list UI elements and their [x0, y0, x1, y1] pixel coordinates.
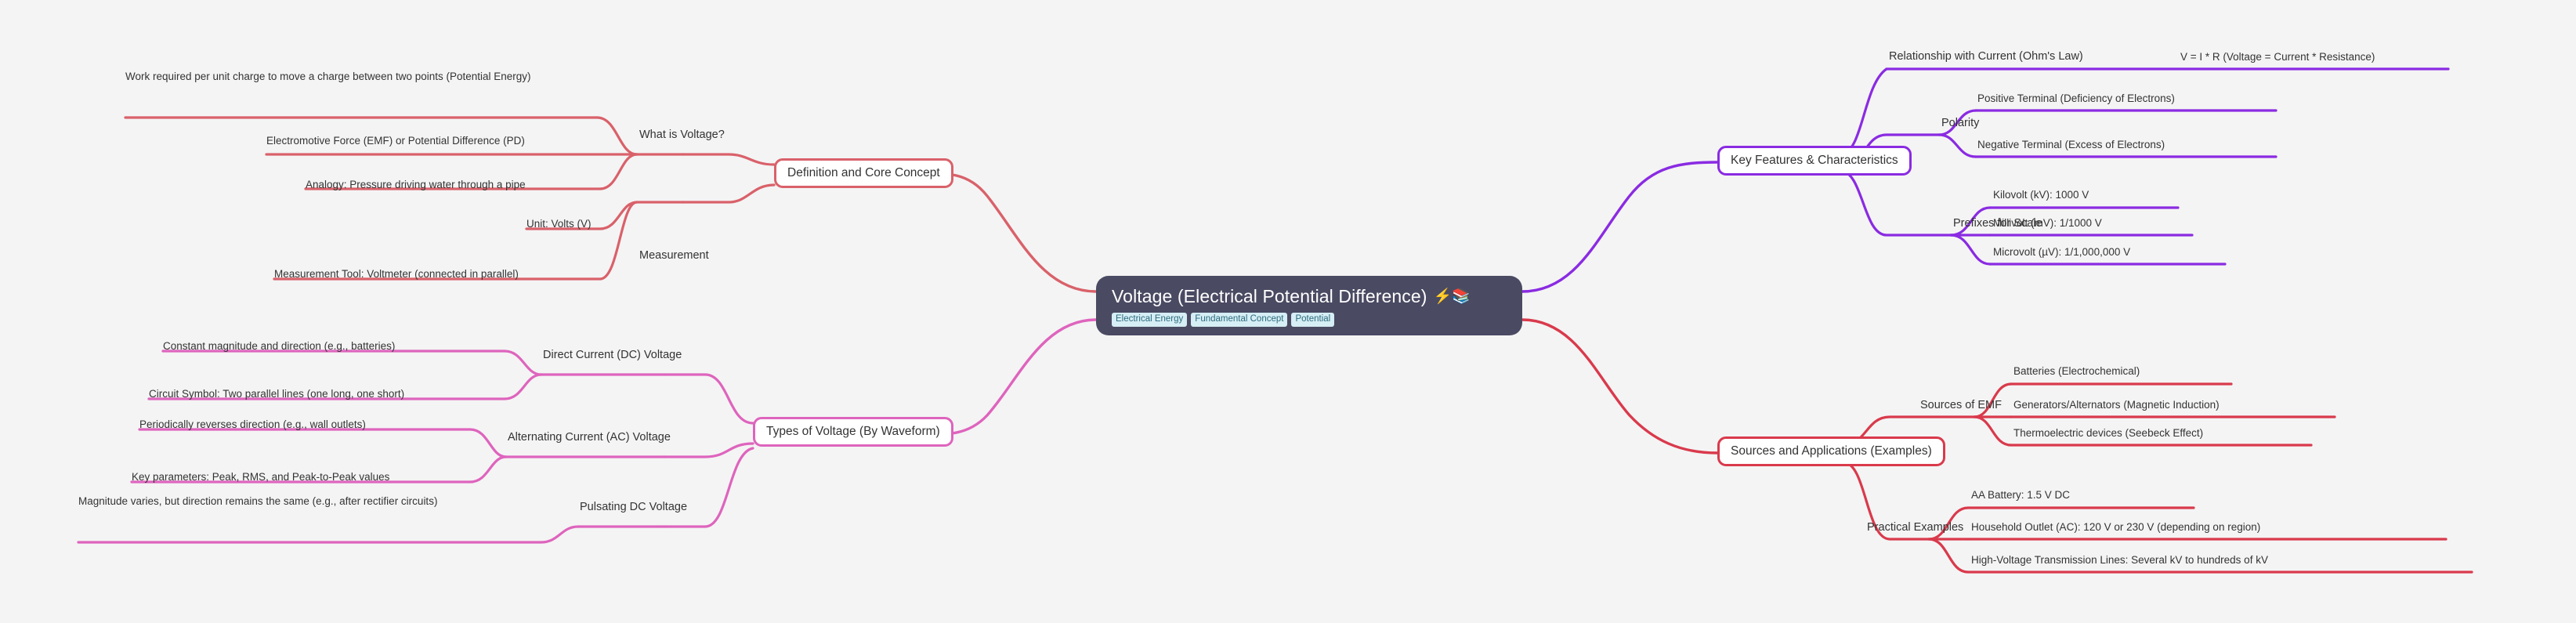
subnode-ac-voltage[interactable]: Alternating Current (AC) Voltage — [508, 431, 671, 444]
leaf-voltmeter-tool[interactable]: Measurement Tool: Voltmeter (connected i… — [274, 268, 519, 280]
subnode-practical-examples[interactable]: Practical Examples — [1867, 521, 1964, 534]
branch-node-key-features[interactable]: Key Features & Characteristics — [1717, 146, 1912, 176]
leaf-batteries[interactable]: Batteries (Electrochemical) — [2013, 365, 2140, 377]
leaf-negative-terminal[interactable]: Negative Terminal (Excess of Electrons) — [1977, 139, 2165, 150]
subnode-polarity[interactable]: Polarity — [1941, 117, 1980, 129]
branch-node-definition[interactable]: Definition and Core Concept — [774, 158, 953, 189]
subnode-prefixes-for-scale[interactable]: Prefixes for Scale — [1953, 217, 2042, 230]
leaf-microvolt[interactable]: Microvolt (µV): 1/1,000,000 V — [1993, 246, 2131, 258]
subnode-measurement[interactable]: Measurement — [639, 249, 709, 262]
leaf-millivolt[interactable]: Millivolt (mV): 1/1000 V — [1993, 217, 2102, 229]
root-tag-list: Electrical Energy Fundamental Concept Po… — [1112, 313, 1507, 327]
leaf-periodically-reverses[interactable]: Periodically reverses direction (e.g., w… — [139, 418, 366, 430]
subnode-dc-voltage[interactable]: Direct Current (DC) Voltage — [543, 349, 682, 361]
leaf-emf-or-pd[interactable]: Electromotive Force (EMF) or Potential D… — [266, 135, 525, 147]
subnode-sources-of-emf[interactable]: Sources of EMF — [1920, 399, 2002, 411]
leaf-generators-alternators[interactable]: Generators/Alternators (Magnetic Inducti… — [2013, 399, 2220, 411]
leaf-magnitude-varies[interactable]: Magnitude varies, but direction remains … — [78, 495, 438, 507]
leaf-thermoelectric-devices[interactable]: Thermoelectric devices (Seebeck Effect) — [2013, 427, 2204, 439]
leaf-aa-battery[interactable]: AA Battery: 1.5 V DC — [1971, 489, 2071, 501]
tag-badge[interactable]: Potential — [1291, 313, 1335, 327]
leaf-ac-key-parameters[interactable]: Key parameters: Peak, RMS, and Peak-to-P… — [132, 471, 390, 483]
leaf-constant-magnitude[interactable]: Constant magnitude and direction (e.g., … — [163, 340, 396, 352]
subnode-pulsating-dc-voltage[interactable]: Pulsating DC Voltage — [580, 501, 688, 513]
leaf-water-pipe-analogy[interactable]: Analogy: Pressure driving water through … — [306, 179, 526, 190]
tag-badge[interactable]: Fundamental Concept — [1191, 313, 1288, 327]
subnode-what-is-voltage[interactable]: What is Voltage? — [639, 129, 725, 141]
root-title-row: Voltage (Electrical Potential Difference… — [1112, 286, 1507, 307]
leaf-kilovolt[interactable]: Kilovolt (kV): 1000 V — [1993, 189, 2089, 201]
page-title: Voltage (Electrical Potential Difference… — [1112, 286, 1427, 307]
tag-badge[interactable]: Electrical Energy — [1112, 313, 1188, 327]
leaf-work-per-unit-charge[interactable]: Work required per unit charge to move a … — [125, 71, 531, 82]
branch-node-types-of-voltage[interactable]: Types of Voltage (By Waveform) — [753, 417, 953, 447]
leaf-household-outlet[interactable]: Household Outlet (AC): 120 V or 230 V (d… — [1971, 521, 2261, 533]
branch-node-sources-applications[interactable]: Sources and Applications (Examples) — [1717, 436, 1945, 467]
leaf-positive-terminal[interactable]: Positive Terminal (Deficiency of Electro… — [1977, 92, 2175, 104]
root-node[interactable]: Voltage (Electrical Potential Difference… — [1096, 276, 1522, 335]
leaf-unit-volts[interactable]: Unit: Volts (V) — [526, 218, 592, 230]
leaf-dc-circuit-symbol[interactable]: Circuit Symbol: Two parallel lines (one … — [149, 388, 405, 400]
leaf-ohms-law-formula[interactable]: V = I * R (Voltage = Current * Resistanc… — [2180, 51, 2375, 63]
leaf-transmission-lines[interactable]: High-Voltage Transmission Lines: Several… — [1971, 554, 2268, 566]
subnode-ohms-law[interactable]: Relationship with Current (Ohm's Law) — [1889, 50, 2083, 63]
lightning-books-icon: ⚡📚 — [1433, 288, 1471, 306]
